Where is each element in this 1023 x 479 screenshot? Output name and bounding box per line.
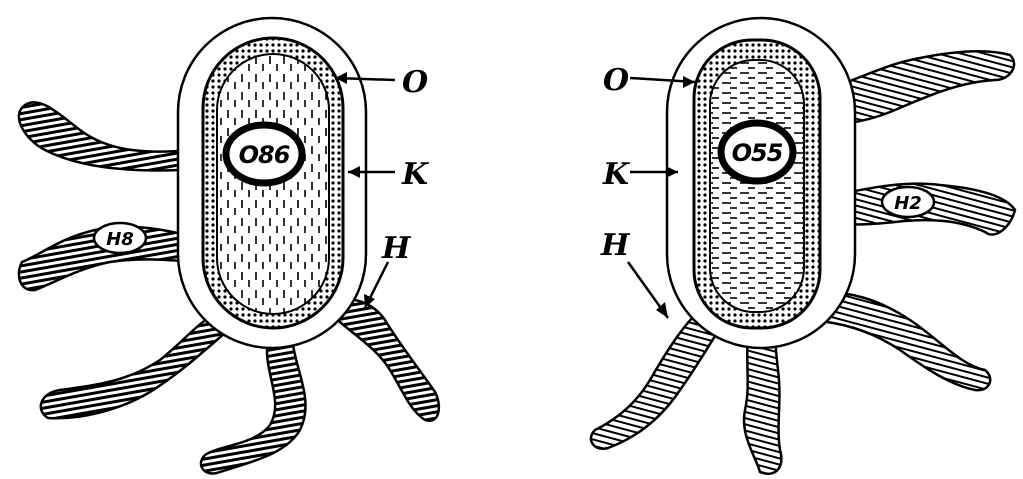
left-o-antigen-badge: O86 <box>226 125 302 183</box>
flagellum-lower-left <box>41 310 238 418</box>
right-bacterium: O55 H2 O K H <box>591 18 1015 474</box>
right-label-k: K <box>602 157 631 192</box>
left-label-k: K <box>401 157 430 192</box>
right-cytoplasm <box>710 60 804 312</box>
flagellum-bottom-center <box>201 338 306 474</box>
left-h-antigen-label: H8 <box>106 229 134 250</box>
right-o-antigen-badge: O55 <box>721 123 793 181</box>
left-label-h: H <box>381 231 412 266</box>
left-h-antigen-tag: H8 <box>94 223 146 253</box>
left-o-antigen-label: O86 <box>239 141 290 169</box>
right-label-o: O <box>603 63 629 98</box>
right-h-antigen-tag: H2 <box>882 187 934 217</box>
right-label-h: H <box>600 228 631 263</box>
left-label-o: O <box>402 65 428 100</box>
flagellum-bottom-right <box>330 298 439 421</box>
right-h-antigen-label: H2 <box>894 193 922 214</box>
right-o-antigen-label: O55 <box>732 139 783 167</box>
left-bacterium: O86 H8 O K H <box>19 18 439 474</box>
